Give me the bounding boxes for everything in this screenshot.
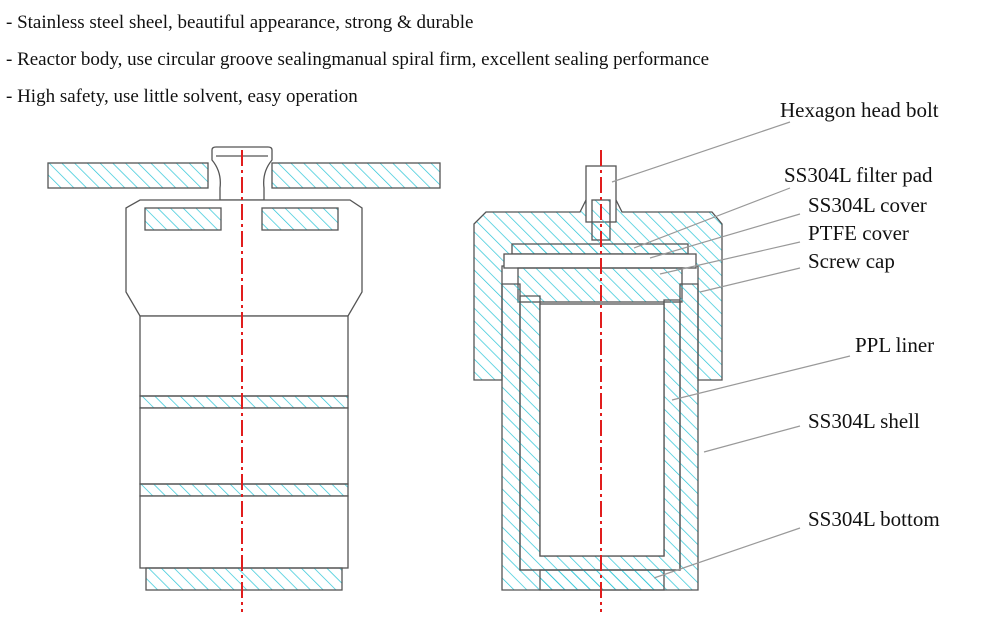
body-middle (139, 407, 349, 485)
groove-1 (139, 395, 349, 409)
label-ppl-liner: PPL liner (855, 333, 934, 357)
cap-insert-right (261, 207, 339, 231)
base-ring (145, 567, 343, 591)
external-view (47, 146, 441, 591)
groove-2 (139, 483, 349, 497)
feature-item: - Reactor body, use circular groove seal… (6, 49, 710, 70)
cross-section (473, 165, 723, 591)
cap-insert-left (144, 207, 222, 231)
feature-list: - Stainless steel sheel, beautiful appea… (6, 4, 709, 115)
knob (211, 146, 273, 201)
label-ss-shell: SS304L shell (808, 409, 920, 433)
body-upper (139, 315, 349, 397)
top-plate-right (271, 162, 441, 189)
label-hexagon-head-bolt: Hexagon head bolt (780, 98, 939, 122)
body-lower (139, 495, 349, 569)
label-ss-bottom: SS304L bottom (808, 507, 940, 531)
feature-item: - Stainless steel sheel, beautiful appea… (6, 12, 474, 33)
label-ptfe-cover: PTFE cover (808, 221, 909, 245)
label-screw-cap: Screw cap (808, 249, 895, 273)
leader-lines (611, 121, 851, 579)
label-filter-pad: SS304L filter pad (784, 163, 933, 187)
top-plate-left (47, 162, 209, 189)
feature-item: - High safety, use little solvent, easy … (6, 86, 358, 107)
label-ss-cover: SS304L cover (808, 193, 927, 217)
